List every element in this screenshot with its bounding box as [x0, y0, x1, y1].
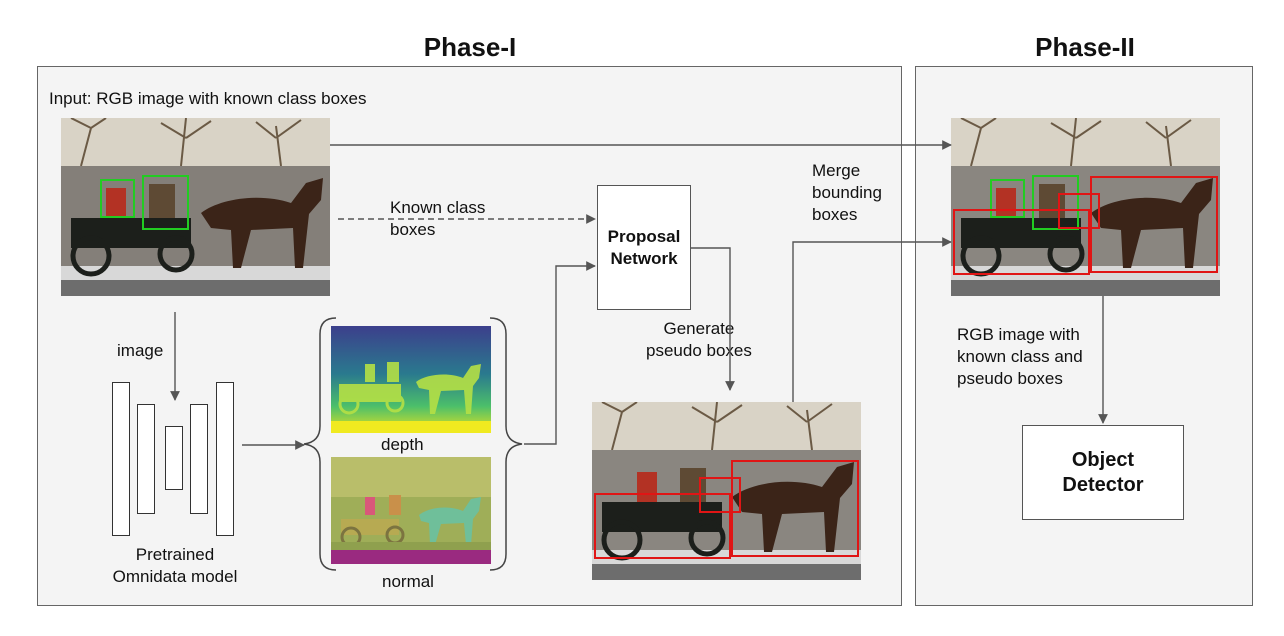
pseudo-boxes-photo — [592, 402, 861, 580]
merged-known-box-2 — [1032, 175, 1079, 230]
model-layer-1 — [112, 382, 130, 536]
merged-pseudo-box-1 — [953, 209, 1090, 275]
merged-pseudo-box-2 — [1058, 193, 1100, 229]
normal-label: normal — [382, 572, 434, 591]
known-box-2 — [142, 175, 189, 230]
arrow-pseudo-to-merge — [792, 237, 952, 402]
pseudo-box-2 — [699, 477, 741, 513]
model-layer-4 — [190, 404, 208, 514]
normal-map-image — [331, 457, 491, 564]
merged-boxes-photo — [951, 118, 1220, 296]
depth-map — [331, 326, 491, 433]
image-label: image — [117, 341, 164, 360]
model-layer-2 — [137, 404, 155, 514]
generate-pseudo-label: Generate pseudo boxes — [646, 319, 752, 360]
model-layer-3 — [165, 426, 183, 490]
pseudo-carriage-image — [592, 402, 861, 580]
pseudo-box-3 — [731, 460, 859, 557]
merged-carriage-image — [951, 118, 1220, 296]
input-carriage-image — [61, 118, 330, 296]
arrow-proposal-to-pseudo — [691, 247, 735, 391]
depth-label: depth — [381, 435, 424, 454]
arrow-maps-to-proposal — [524, 261, 596, 445]
phase1-title: Phase-I — [423, 32, 517, 62]
normal-map — [331, 457, 491, 564]
model-layer-5 — [216, 382, 234, 536]
merge-boxes-label: Merge bounding boxes — [812, 161, 882, 224]
merged-pseudo-box-3 — [1090, 176, 1218, 273]
input-label: Input: RGB image with known class boxes — [49, 89, 367, 108]
omnidata-label: Pretrained Omnidata model — [112, 545, 238, 586]
pseudo-box-1 — [594, 493, 731, 559]
input-photo — [61, 118, 330, 296]
merged-known-box-1 — [990, 179, 1025, 218]
depth-map-image — [331, 326, 491, 433]
phase2-title: Phase-II — [1035, 32, 1135, 62]
rgb-known-pseudo-label: RGB image with known class and pseudo bo… — [957, 325, 1083, 388]
right-brace — [489, 317, 523, 571]
known-box-1 — [100, 179, 135, 218]
known-class-label: Known class boxes — [390, 198, 486, 239]
